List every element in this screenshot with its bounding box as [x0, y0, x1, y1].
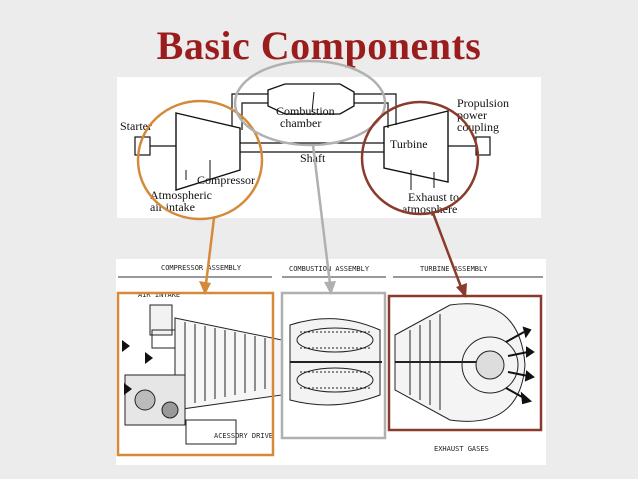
compressor-circle-highlight [136, 99, 264, 221]
exhaust-label-1: Exhaust to [408, 190, 459, 204]
turbine-shape [383, 110, 449, 183]
starter-label: Starter [120, 119, 152, 133]
atmos-label-2: air intake [150, 200, 195, 214]
combustion-circle-highlight [233, 59, 387, 147]
exhaust-arrows [505, 326, 535, 405]
air-intake-label: AIR INTAKE [138, 291, 180, 299]
turbine-label: Turbine [390, 137, 428, 151]
compressor-box-highlight [116, 291, 275, 457]
compressor-cutaway-art [124, 304, 283, 445]
combustion-cutaway-art [289, 318, 382, 406]
combustion-chamber-shape [267, 83, 355, 115]
turbine-circle-highlight [360, 100, 480, 216]
compressor-shape [175, 112, 241, 191]
combustion-box-highlight [280, 291, 387, 440]
compressor-label: Compressor [197, 173, 255, 187]
propulsion-label-1: Propulsion [457, 96, 509, 110]
compressor-connector [203, 217, 216, 293]
highlight-overlays [116, 59, 543, 457]
top-schematic: Starter Combustion chamber Propulsion po… [117, 77, 541, 218]
top-schematic-background [117, 77, 541, 218]
atmos-label-1: Atmospheric [150, 188, 212, 202]
compressor-assembly-label: COMPRESSOR ASSEMBLY [161, 264, 242, 272]
turbine-connector [431, 212, 466, 296]
exhaust-gases-label: EXHAUST GASES [434, 445, 489, 453]
combustion-connector [311, 144, 333, 293]
turbine-cutaway-art [394, 303, 526, 422]
combustion-label-1: Combustion [276, 104, 335, 118]
propulsion-label-2: power [457, 108, 487, 122]
combustion-label-2: chamber [280, 116, 321, 130]
exhaust-label-2: atmosphere [402, 202, 457, 216]
shaft-label: Shaft [300, 151, 326, 165]
accessory-drive-label: ACESSORY DRIVE [214, 432, 273, 440]
propulsion-label-3: coupling [457, 120, 499, 134]
